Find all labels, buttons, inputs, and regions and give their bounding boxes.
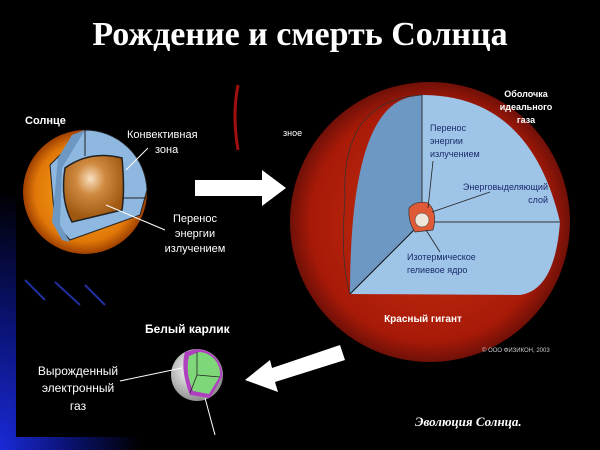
svg-text:энергии: энергии <box>175 228 215 240</box>
svg-text:слой: слой <box>528 195 548 205</box>
degenerate-gas-label: Вырожденный электронный газ <box>38 364 118 413</box>
arrow-right-icon <box>195 170 286 206</box>
red-arc-decoration <box>233 84 240 151</box>
giant-radiative-label: Перенос энергии излучением <box>430 123 480 159</box>
slide-title: Рождение и смерть Солнца <box>92 16 508 53</box>
convective-zone-label: Конвективная зона <box>127 129 198 156</box>
gas-pointer <box>119 367 183 382</box>
dwarf-lower-pointer <box>204 397 216 436</box>
svg-text:газа: газа <box>517 115 536 125</box>
svg-text:газ: газ <box>70 399 87 413</box>
energy-layer-pointer <box>431 191 491 213</box>
red-giant-label: Красный гигант <box>384 314 462 325</box>
svg-text:Оболочка: Оболочка <box>504 89 548 99</box>
svg-text:Изотермическое: Изотермическое <box>407 252 476 262</box>
helium-core-label: Изотермическое гелиевое ядро <box>407 252 476 275</box>
caption: Эволюция Солнца. <box>415 414 522 429</box>
sun-label: Солнце <box>25 115 66 127</box>
convective-pointer <box>125 147 149 171</box>
radiative-transfer-label: Перенос энергии излучением <box>165 213 226 255</box>
shell-label: Оболочка идеального газа <box>500 89 553 125</box>
svg-text:Перенос: Перенос <box>430 123 466 133</box>
white-dwarf-label: Белый карлик <box>145 322 231 336</box>
copyright: © ООО ФИЗИКОН, 2003 <box>482 347 550 354</box>
svg-text:Вырожденный: Вырожденный <box>38 364 118 378</box>
red-giant-partial-label: зное <box>283 128 302 138</box>
svg-text:излучением: излучением <box>165 243 226 255</box>
svg-text:Энерговыделяющий: Энерговыделяющий <box>463 182 548 192</box>
sun <box>23 129 148 254</box>
helium-core-pointer <box>425 229 441 253</box>
svg-text:энергии: энергии <box>430 136 463 146</box>
giant-radiative-pointer <box>427 160 434 209</box>
white-dwarf <box>171 349 223 401</box>
svg-text:излучением: излучением <box>430 149 480 159</box>
svg-text:зона: зона <box>155 144 179 156</box>
arrow-left-icon <box>245 345 345 392</box>
svg-text:гелиевое ядро: гелиевое ядро <box>407 265 467 275</box>
svg-text:Перенос: Перенос <box>173 213 217 225</box>
svg-text:идеального: идеального <box>500 102 553 112</box>
svg-text:электронный: электронный <box>42 381 114 395</box>
svg-text:Конвективная: Конвективная <box>127 129 198 141</box>
radiative-pointer <box>105 204 166 231</box>
red-giant <box>290 82 570 362</box>
blue-streaks <box>24 279 106 306</box>
energy-layer-label: Энерговыделяющий слой <box>463 182 548 205</box>
